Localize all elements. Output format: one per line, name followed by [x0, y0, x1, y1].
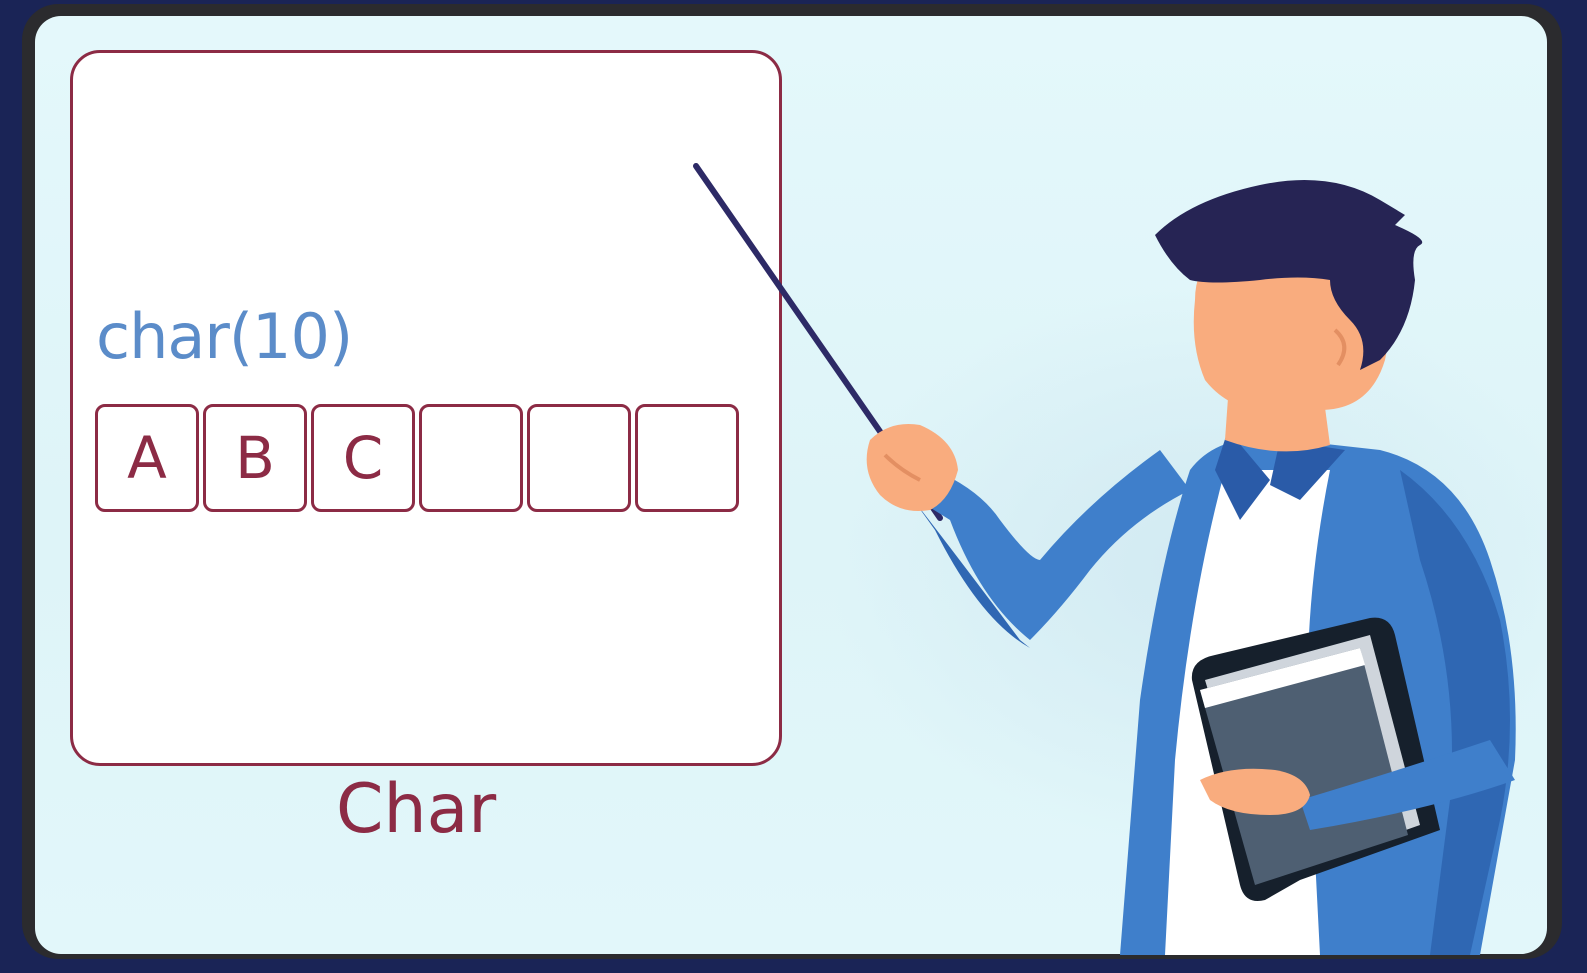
type-label: char(10)	[96, 300, 353, 373]
board-caption: Char	[336, 770, 497, 849]
book-hand	[1200, 768, 1310, 815]
char-cell	[635, 404, 739, 512]
raised-arm	[910, 450, 1190, 640]
hair	[1155, 180, 1423, 370]
char-cell: A	[95, 404, 199, 512]
char-cell	[527, 404, 631, 512]
char-cell: B	[203, 404, 307, 512]
lower-arm	[1300, 740, 1515, 830]
char-cells: A B C	[95, 404, 743, 512]
pointing-hand	[866, 424, 958, 511]
char-cell	[419, 404, 523, 512]
char-cell: C	[311, 404, 415, 512]
